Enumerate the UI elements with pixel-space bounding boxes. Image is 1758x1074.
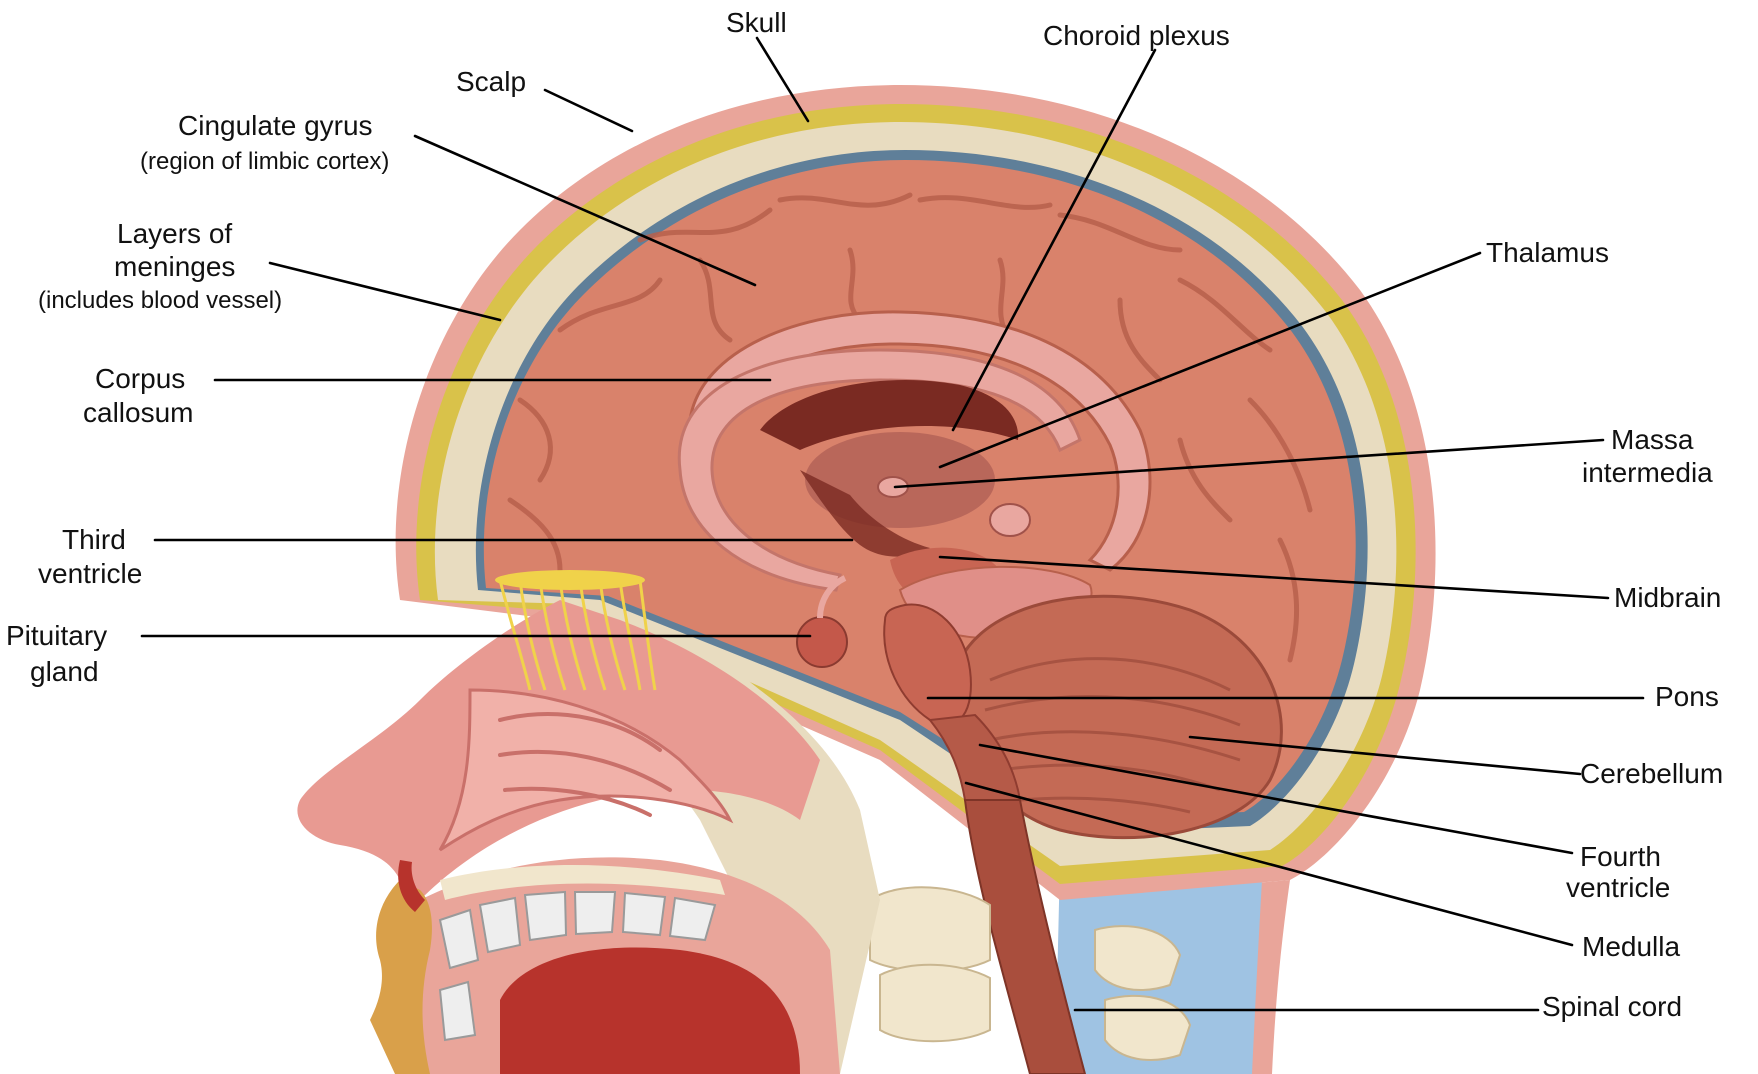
label-fourth-ventricle-line2: ventricle (1566, 872, 1670, 903)
label-spinal-cord: Spinal cord (1542, 991, 1682, 1022)
label-cerebellum: Cerebellum (1580, 758, 1723, 789)
label-corpus-callosum-line2: callosum (83, 397, 193, 428)
label-meninges-note: (includes blood vessel) (38, 287, 282, 314)
label-cingulate-gyrus: Cingulate gyrus (178, 110, 373, 141)
leader-meninges (270, 263, 500, 320)
label-skull: Skull (726, 7, 787, 38)
label-massa-intermedia-line1: Massa (1611, 424, 1694, 455)
label-pituitary-line2: gland (30, 656, 99, 687)
label-massa-intermedia-line2: intermedia (1582, 457, 1713, 488)
pineal-region (990, 504, 1030, 536)
label-corpus-callosum-line1: Corpus (95, 363, 185, 394)
label-meninges-line1: Layers of (117, 218, 232, 249)
label-cingulate-gyrus-note: (region of limbic cortex) (140, 148, 389, 175)
leader-scalp (545, 90, 632, 131)
anatomy-illustration (297, 85, 1435, 1074)
lips (370, 880, 432, 1074)
label-third-ventricle-line2: ventricle (38, 558, 142, 589)
label-medulla: Medulla (1582, 931, 1680, 962)
olfactory-bulb (495, 570, 645, 590)
label-meninges-line2: meninges (114, 251, 235, 282)
label-pituitary-line1: Pituitary (6, 620, 107, 651)
pituitary-gland (797, 617, 847, 667)
label-third-ventricle-line1: Third (62, 524, 126, 555)
label-choroid-plexus: Choroid plexus (1043, 20, 1230, 51)
label-pons: Pons (1655, 681, 1719, 712)
label-fourth-ventricle-line1: Fourth (1580, 841, 1661, 872)
label-midbrain: Midbrain (1614, 582, 1721, 613)
label-scalp: Scalp (456, 66, 526, 97)
label-thalamus: Thalamus (1486, 237, 1609, 268)
